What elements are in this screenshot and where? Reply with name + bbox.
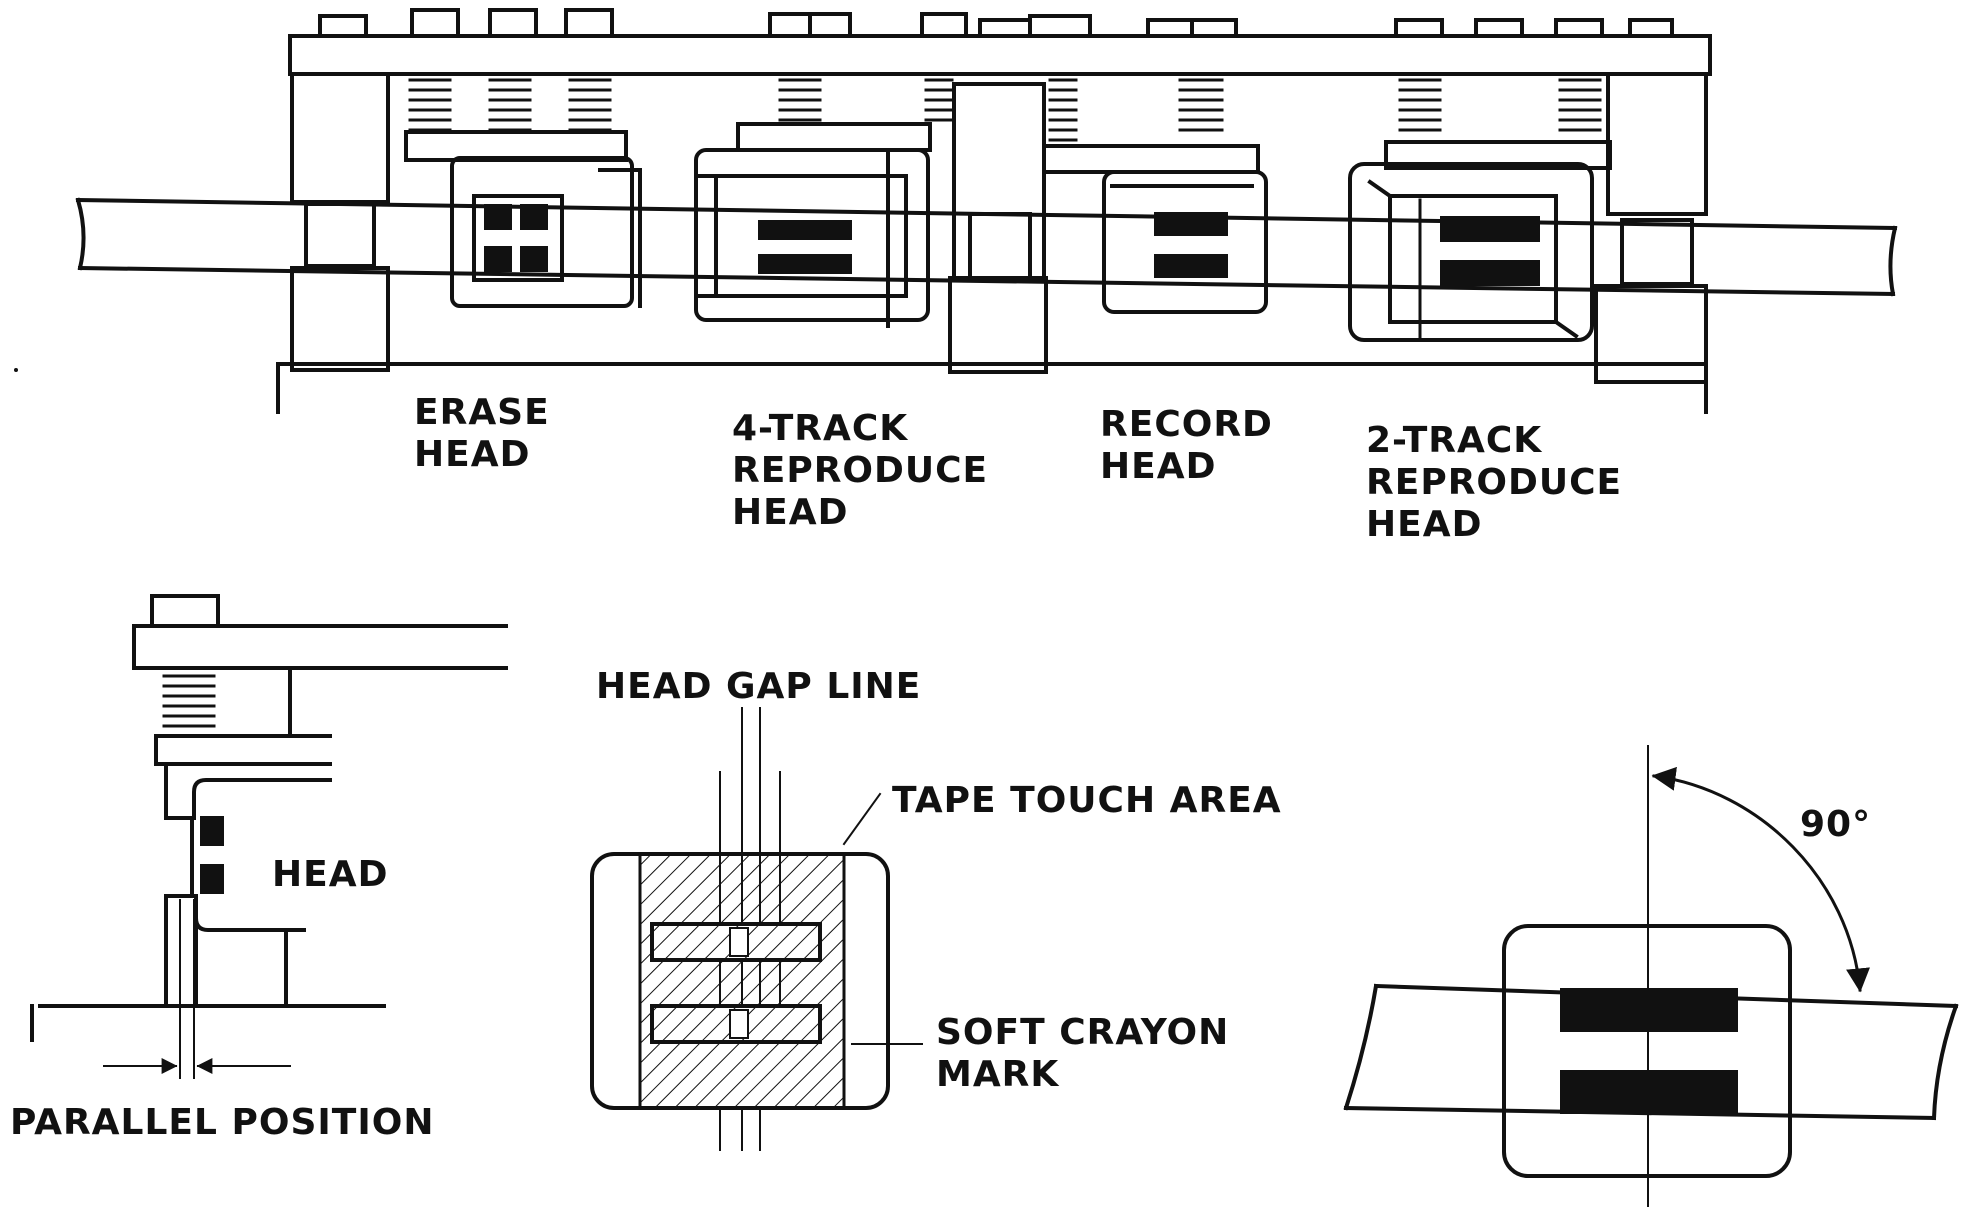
- two-track-label-line3: HEAD: [1366, 504, 1482, 545]
- four-track-label-line1: 4-TRACK: [732, 408, 908, 449]
- parallel-position-caption: PARALLEL POSITION: [10, 1102, 434, 1143]
- right-post-lower: [1594, 284, 1708, 384]
- tape-touch-area: [638, 852, 846, 1110]
- side-spring: [162, 674, 216, 728]
- tape-touch-area-label: TAPE TOUCH AREA: [892, 780, 1282, 821]
- record-head-label-line2: HEAD: [1100, 446, 1216, 487]
- angle-track-lower: [1560, 1070, 1738, 1114]
- side-screw-head: [150, 594, 220, 628]
- four-track-reproduce-head: [694, 122, 932, 328]
- side-arm: [132, 624, 508, 670]
- base-plate: [276, 362, 1708, 414]
- angle-view: 90°: [1343, 745, 1959, 1208]
- side-gap-upper: [200, 816, 224, 846]
- tape-ends: [75, 197, 1898, 297]
- angle-arc: [1651, 766, 1870, 993]
- right-post-mid: [1620, 218, 1694, 286]
- soft-crayon-label-line2: MARK: [936, 1054, 1059, 1095]
- two-track-label-line2: REPRODUCE: [1366, 462, 1622, 503]
- two-track-label-line1: 2-TRACK: [1366, 420, 1542, 461]
- side-base: [30, 1004, 386, 1042]
- side-gap-lower: [200, 864, 224, 894]
- soft-crayon-label-line1: SOFT CRAYON: [936, 1012, 1229, 1053]
- center-post-lower: [948, 276, 1048, 374]
- top-plate: [288, 34, 1712, 76]
- four-track-label-line2: REPRODUCE: [732, 450, 988, 491]
- head-gap-line-label: HEAD GAP LINE: [596, 666, 921, 707]
- left-post-upper: [290, 72, 390, 204]
- head-block-assembly: ERASE HEAD 4-TRACK REPRODUCE HEAD RECORD…: [14, 8, 1898, 545]
- springs: [408, 78, 1602, 142]
- two-track-reproduce-head: [1348, 140, 1612, 342]
- four-track-label-line3: HEAD: [732, 492, 848, 533]
- angle-head-face: [1502, 924, 1792, 1178]
- side-head-label: HEAD: [272, 854, 388, 895]
- left-post-lower: [290, 266, 390, 372]
- erase-head-label-line1: ERASE: [414, 392, 550, 433]
- erase-head: [404, 130, 642, 308]
- erase-head-label-line2: HEAD: [414, 434, 530, 475]
- left-post-mid: [304, 202, 376, 268]
- gap-view: HEAD GAP LINE TAPE TOUCH AREA SOFT CRAYO…: [590, 666, 1282, 1151]
- screw-heads: [318, 8, 1674, 38]
- record-head-label-line1: RECORD: [1100, 404, 1273, 445]
- angle-track-upper: [1560, 988, 1738, 1032]
- record-head: [1042, 144, 1268, 314]
- angle-label: 90°: [1800, 804, 1871, 845]
- side-bracket: [154, 734, 332, 766]
- right-post-upper: [1606, 72, 1708, 216]
- side-view-parallel: HEAD PARALLEL POSITION: [10, 594, 508, 1143]
